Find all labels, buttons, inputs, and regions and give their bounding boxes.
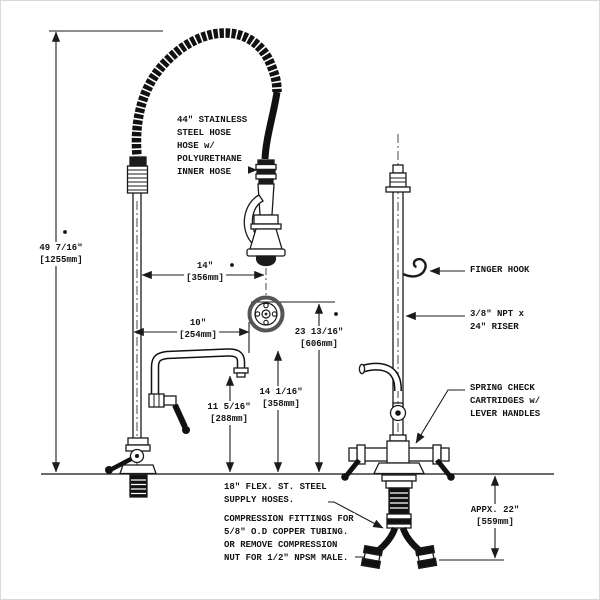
flex-hose-left [376, 526, 399, 553]
dimension-asterisk-dots [63, 230, 338, 316]
compression-fitting-left [360, 544, 384, 570]
spring-coil-hose [130, 26, 283, 160]
dim-spray-height-label: 23 13/16" [606mm] [292, 326, 346, 350]
dim-spout-length-label: 10" [254mm] [177, 317, 219, 341]
riser-note-label: 3/8" NPT x 24" RISER [469, 308, 526, 334]
lever-handle [110, 457, 133, 471]
spout-outlet-flange [233, 367, 249, 374]
finger-hook [402, 257, 427, 278]
dim-spout-outlet-height-label: 11 5/16" [288mm] [205, 401, 253, 425]
flex-hose-right [399, 526, 422, 553]
hose-note-label: 44" STAINLESS STEEL HOSE HOSE w/ POLYURE… [176, 114, 249, 179]
finger-hook-label: FINGER HOOK [469, 264, 531, 277]
compression-label: COMPRESSION FITTINGS FOR 5/8" O.D COPPER… [223, 513, 355, 565]
compression-fitting-right [414, 544, 438, 570]
dim-overall-height-label: 49 7/16" [1255mm] [37, 242, 85, 266]
swing-spout [150, 348, 246, 397]
spray-face-view [247, 295, 285, 333]
faucet-handle [172, 403, 188, 429]
dim-hose-offset-label: 14" [356mm] [184, 260, 226, 284]
left-lever-handle [345, 458, 361, 477]
reference-lines [49, 30, 504, 561]
spray-valve [243, 159, 286, 295]
right-side-view [341, 134, 455, 481]
left-faucet-body [105, 437, 157, 498]
spring-check-label: SPRING CHECK CARTRIDGES w/ LEVER HANDLES [469, 382, 542, 421]
supply-hoses-label: 18" FLEX. ST. STEEL SUPPLY HOSES. [223, 481, 328, 507]
left-riser [126, 156, 149, 469]
supply-hoses [360, 474, 438, 570]
add-on-faucet [148, 348, 249, 434]
right-lever-handle [435, 458, 451, 477]
supply-nipple [388, 487, 410, 515]
dim-supply-length-label: APPX. 22" [559mm] [468, 504, 522, 528]
smooth-hose-section [261, 91, 281, 160]
dim-spout-top-height-label: 14 1/16" [358mm] [257, 386, 305, 410]
